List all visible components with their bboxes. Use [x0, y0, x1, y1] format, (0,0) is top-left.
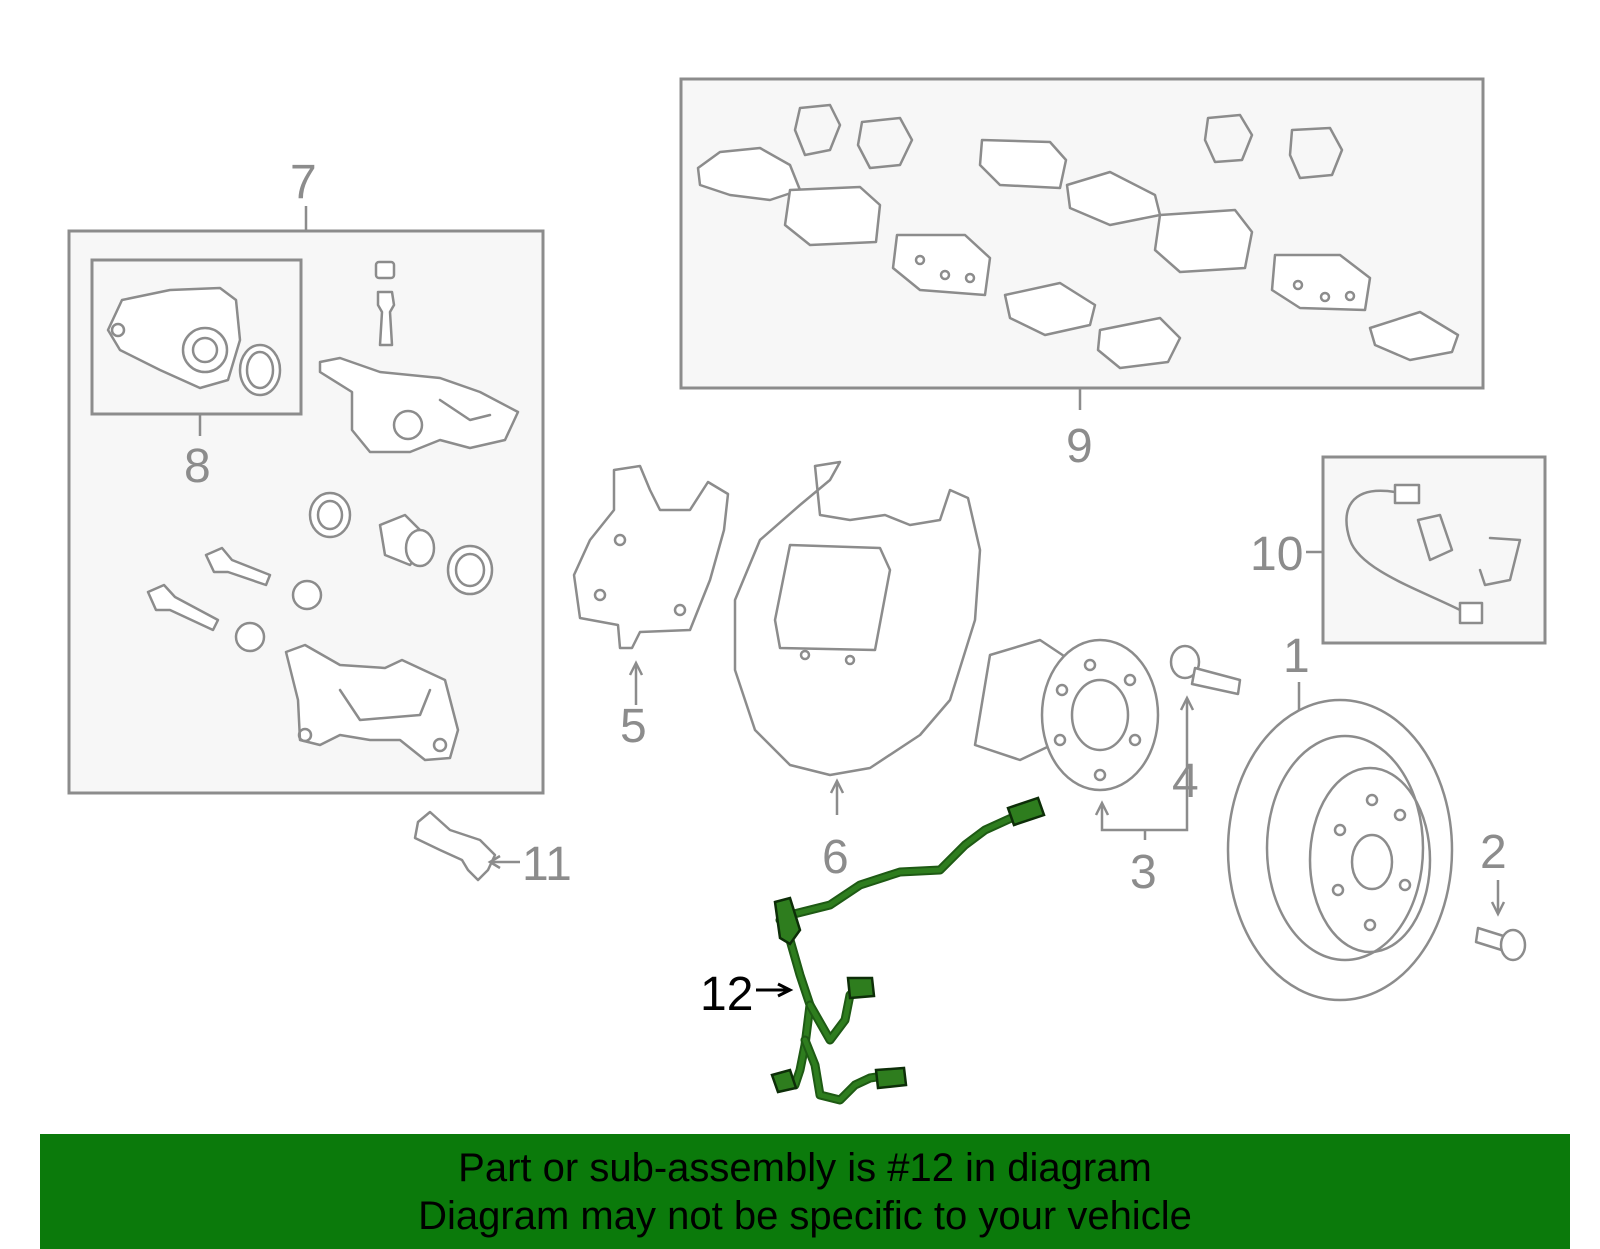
piston-boot-part	[446, 544, 494, 596]
guide-bolt-part	[146, 546, 272, 632]
rotor-screw-part	[1474, 926, 1527, 962]
caliper-housing-part	[318, 356, 520, 454]
hub-bearing-part	[973, 638, 1160, 792]
callout-4: 4	[1172, 755, 1199, 808]
banner-line-1: Part or sub-assembly is #12 in diagram	[458, 1145, 1152, 1190]
wear-sensor-box	[1321, 455, 1547, 645]
caliper-bracket-part	[284, 643, 460, 762]
splash-bracket-part	[572, 464, 730, 650]
callout-1: 1	[1283, 630, 1310, 683]
piston-seal-part	[308, 491, 352, 539]
callout-2: 2	[1480, 826, 1507, 879]
abs-sensor-harness-part[interactable]	[770, 796, 1046, 1105]
bleeder-screw-part	[374, 260, 396, 347]
callout-6: 6	[822, 831, 849, 884]
info-banner: Part or sub-assembly is #12 in diagram D…	[40, 1134, 1570, 1249]
brake-pads-part	[696, 103, 1460, 370]
banner-line-2: Diagram may not be specific to your vehi…	[418, 1193, 1192, 1238]
dust-shield-part	[733, 460, 982, 777]
callout-11: 11	[522, 838, 572, 891]
brake-rotor-part	[1226, 698, 1454, 1002]
callout-9: 9	[1066, 420, 1093, 473]
callout-7: 7	[290, 156, 317, 209]
callout-5: 5	[620, 700, 647, 753]
hub-bolt-part	[1169, 644, 1242, 696]
piston-part	[378, 513, 436, 568]
wear-sensor-part	[1345, 483, 1522, 625]
callout-3: 3	[1130, 846, 1157, 899]
guide-boot-part	[234, 579, 323, 653]
callout-10: 10	[1250, 528, 1303, 581]
callout-8: 8	[184, 440, 211, 493]
callout-12: 12	[700, 968, 753, 1021]
hose-bracket-part	[413, 810, 497, 882]
caliper-body-part	[106, 286, 282, 397]
